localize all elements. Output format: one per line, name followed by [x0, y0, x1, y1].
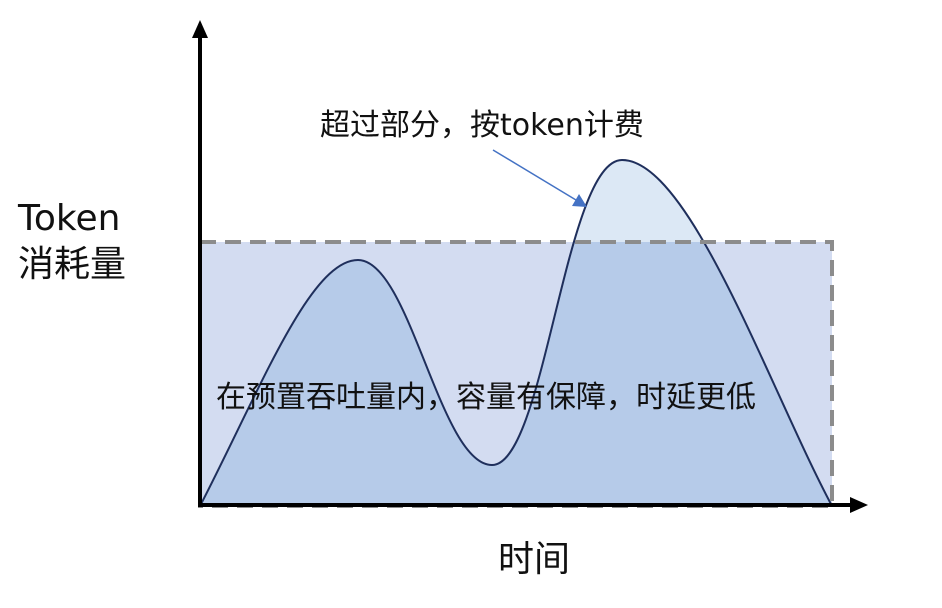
annotation-pointer-arrow	[492, 149, 577, 201]
y-axis-label-line2: 消耗量	[18, 244, 127, 285]
y-axis-arrowhead	[192, 20, 208, 38]
usage-curve-area-within-reserved	[200, 242, 832, 506]
y-axis-label: Token 消耗量	[18, 196, 126, 288]
y-axis-label-line1: Token	[18, 198, 121, 239]
x-axis-label: 时间	[498, 539, 571, 580]
usage-curve-overflow-area	[573, 160, 704, 242]
annotation-pointer-arrowhead	[572, 194, 587, 207]
overflow-annotation: 超过部分，按token计费	[320, 108, 644, 143]
reserved-annotation: 在预置吞吐量内，容量有保障，时延更低	[216, 380, 756, 415]
x-axis-arrowhead	[850, 497, 868, 513]
